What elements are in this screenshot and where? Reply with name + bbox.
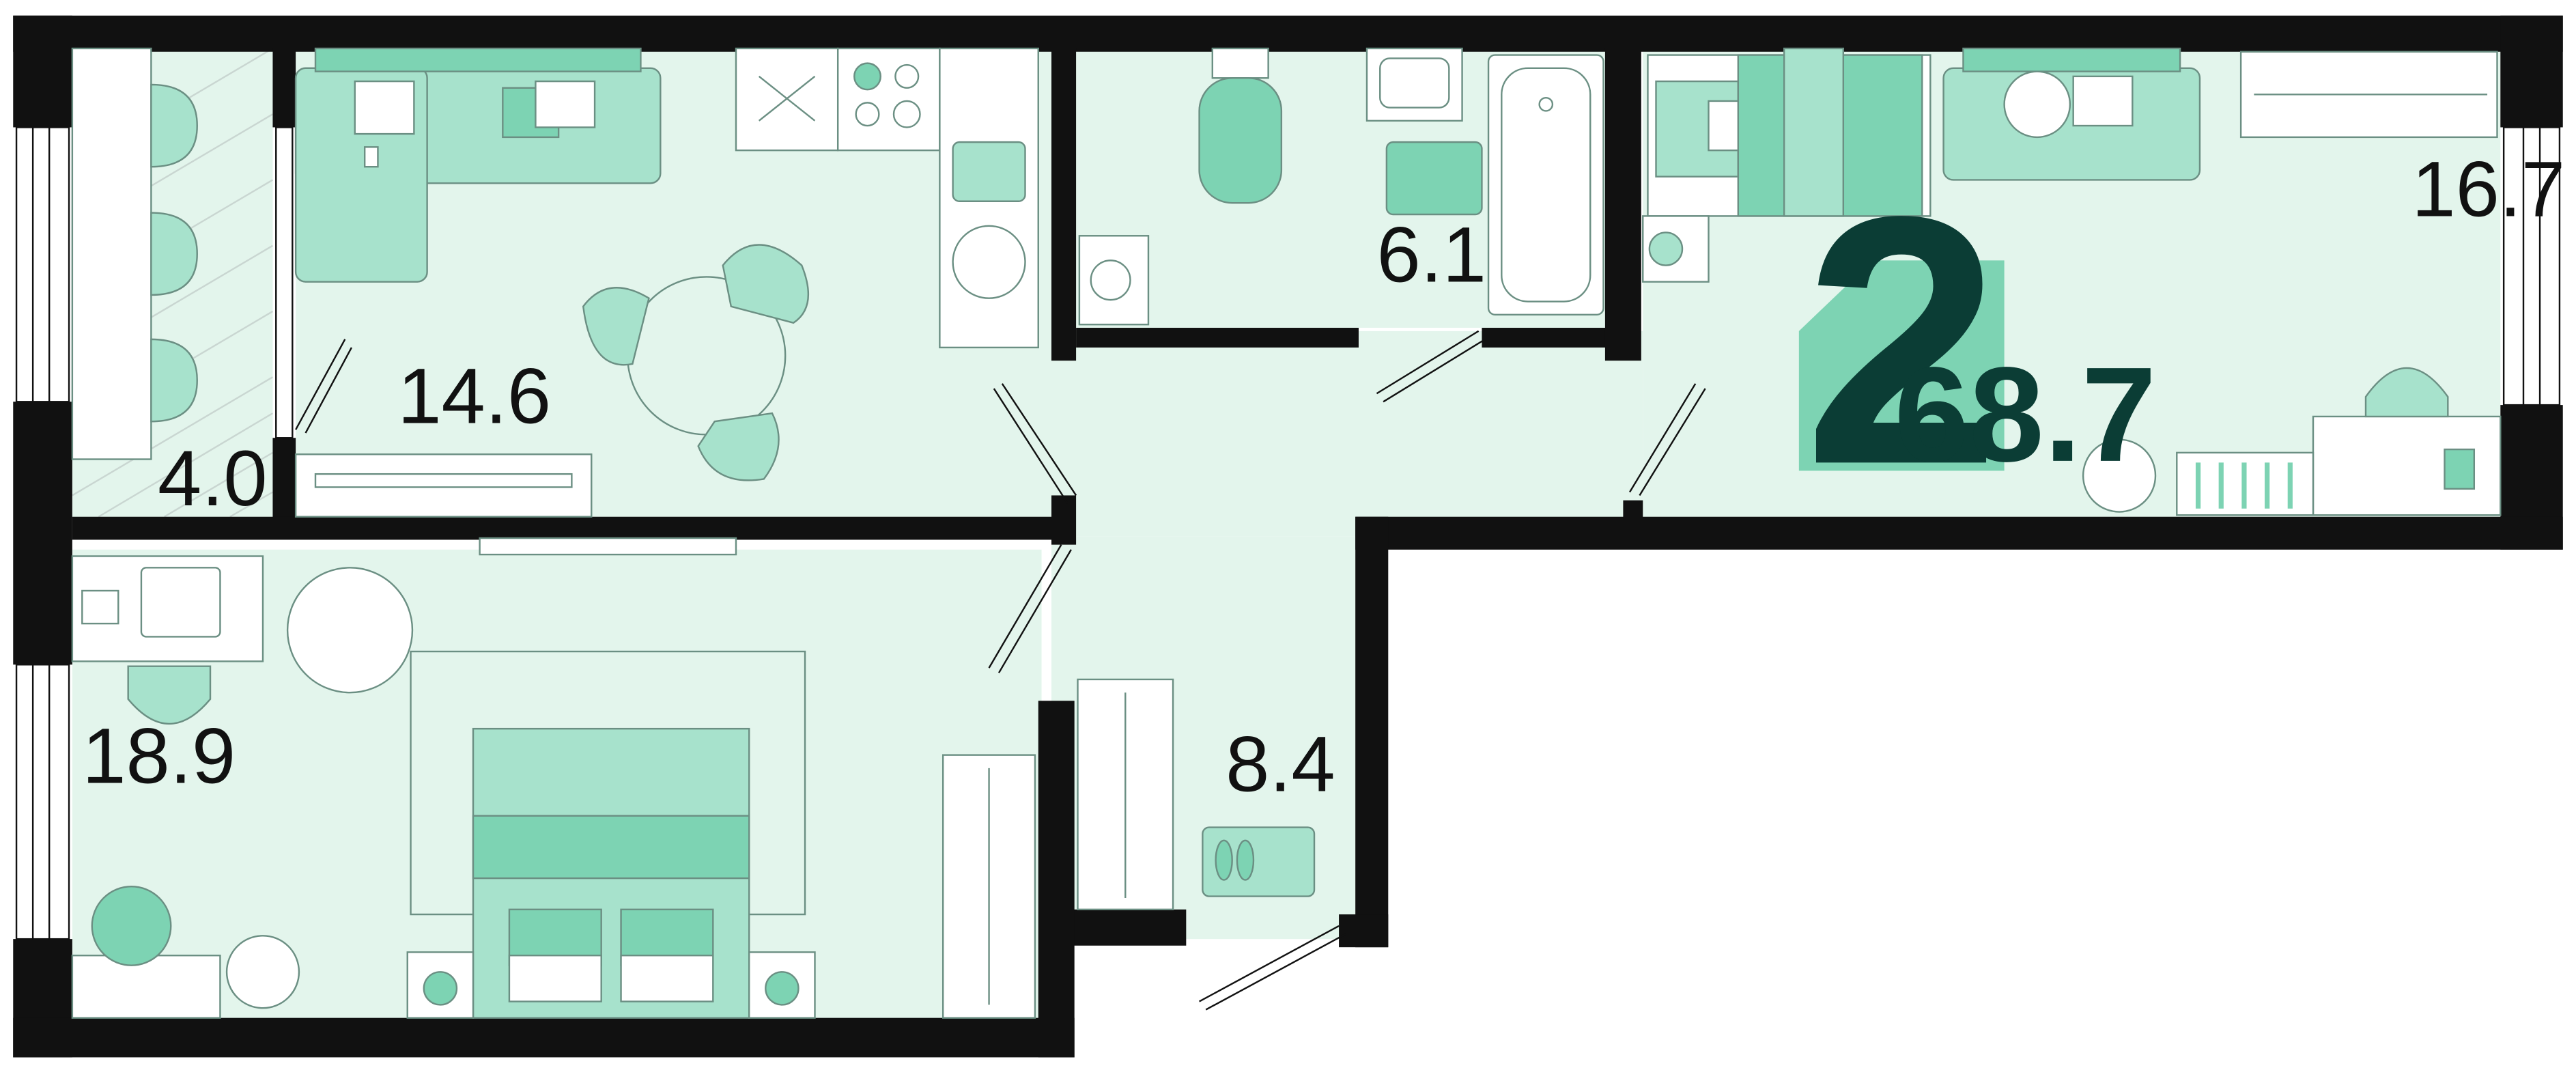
wall-balcony-partition-bottom bbox=[272, 438, 296, 520]
wall-bath-bedroom bbox=[1604, 48, 1641, 361]
bathroom-furniture bbox=[1078, 47, 1604, 403]
window-bedroom-small bbox=[2502, 126, 2561, 406]
double-bed bbox=[472, 727, 750, 1019]
wall-left-middle bbox=[13, 402, 72, 665]
tv-stand bbox=[294, 453, 593, 518]
bedroom-small-furniture bbox=[1628, 47, 2502, 516]
wall-right-upper bbox=[2500, 15, 2563, 128]
area-bedroom-large: 18.9 bbox=[82, 712, 236, 800]
wall-hall-bottom-right bbox=[1339, 914, 1389, 948]
balcony-furniture bbox=[71, 47, 198, 460]
floor-corridor bbox=[1051, 331, 1643, 537]
wall-hall-right bbox=[1355, 516, 1389, 948]
total-area: 68.7 bbox=[1894, 339, 2156, 490]
sofa-small bbox=[1942, 47, 2201, 181]
toilet bbox=[1198, 47, 1283, 204]
nightstands-large bbox=[406, 951, 816, 1019]
door-bathroom bbox=[1376, 330, 1486, 403]
wardrobe-large bbox=[942, 754, 1036, 1019]
windows bbox=[15, 126, 2561, 940]
bathtub bbox=[1487, 54, 1604, 315]
window-bedroom-large bbox=[15, 664, 70, 940]
wall-stub-corridor bbox=[1051, 495, 1077, 545]
wall-bedroom-small-bottom bbox=[1355, 516, 2563, 550]
hall-wardrobe bbox=[1077, 678, 1174, 911]
shoe-mat bbox=[1202, 826, 1316, 897]
wall-bath-bottom-left bbox=[1076, 328, 1359, 348]
area-balcony: 4.0 bbox=[158, 434, 268, 522]
plant-large bbox=[286, 567, 414, 694]
plant-small bbox=[2082, 438, 2157, 513]
entrance-door bbox=[1198, 925, 1346, 1011]
desk-large bbox=[71, 555, 264, 725]
wall-bottom-left bbox=[13, 1017, 1075, 1058]
radiator bbox=[479, 537, 737, 556]
area-bathroom: 6.1 bbox=[1376, 211, 1486, 299]
hallway-furniture bbox=[1077, 678, 1346, 1011]
balcony-chair bbox=[150, 83, 198, 423]
wall-living-bottom bbox=[72, 516, 1075, 540]
bath-mat bbox=[1385, 141, 1483, 216]
wall-balcony-partition-top bbox=[272, 48, 296, 128]
wall-bedroom-hall bbox=[1038, 701, 1075, 1058]
kitchen-units bbox=[735, 47, 1039, 349]
area-living-kitchen: 14.6 bbox=[397, 352, 551, 440]
door-bedroom-large bbox=[988, 544, 1072, 673]
wall-stub-bedroom-small bbox=[1623, 500, 1643, 520]
area-hallway: 8.4 bbox=[1226, 720, 1335, 809]
desk-small bbox=[2312, 367, 2502, 516]
wall-top bbox=[13, 15, 2563, 52]
window-balcony-door bbox=[275, 126, 294, 439]
badge-shape bbox=[1798, 260, 2005, 471]
dining-table bbox=[582, 244, 809, 481]
bedroom-large-furniture bbox=[71, 537, 1072, 1019]
sink bbox=[1365, 47, 1463, 122]
wall-left-upper bbox=[13, 15, 72, 128]
living-kitchen-furniture bbox=[294, 47, 1077, 518]
bookshelf bbox=[2176, 451, 2315, 516]
window-balcony bbox=[15, 126, 70, 403]
door-bedroom-small bbox=[1628, 383, 1706, 496]
wardrobe-small bbox=[2239, 51, 2498, 139]
door-living bbox=[295, 339, 1077, 505]
room-count: 2 bbox=[1804, 143, 2000, 537]
balcony-bench bbox=[71, 47, 152, 460]
area-bedroom-small: 16.7 bbox=[2411, 145, 2565, 233]
nightstand-small bbox=[1642, 215, 1710, 283]
single-bed bbox=[1647, 47, 1931, 217]
wall-kitchen-bath bbox=[1051, 48, 1077, 361]
summary-badge: 2 68.7 bbox=[1798, 143, 2156, 537]
room-labels: 4.0 14.6 6.1 16.7 18.9 8.4 bbox=[82, 145, 2565, 808]
walls bbox=[13, 15, 2563, 1058]
washing-machine bbox=[1078, 235, 1150, 326]
dresser bbox=[71, 885, 300, 1019]
corner-sofa bbox=[294, 47, 662, 283]
